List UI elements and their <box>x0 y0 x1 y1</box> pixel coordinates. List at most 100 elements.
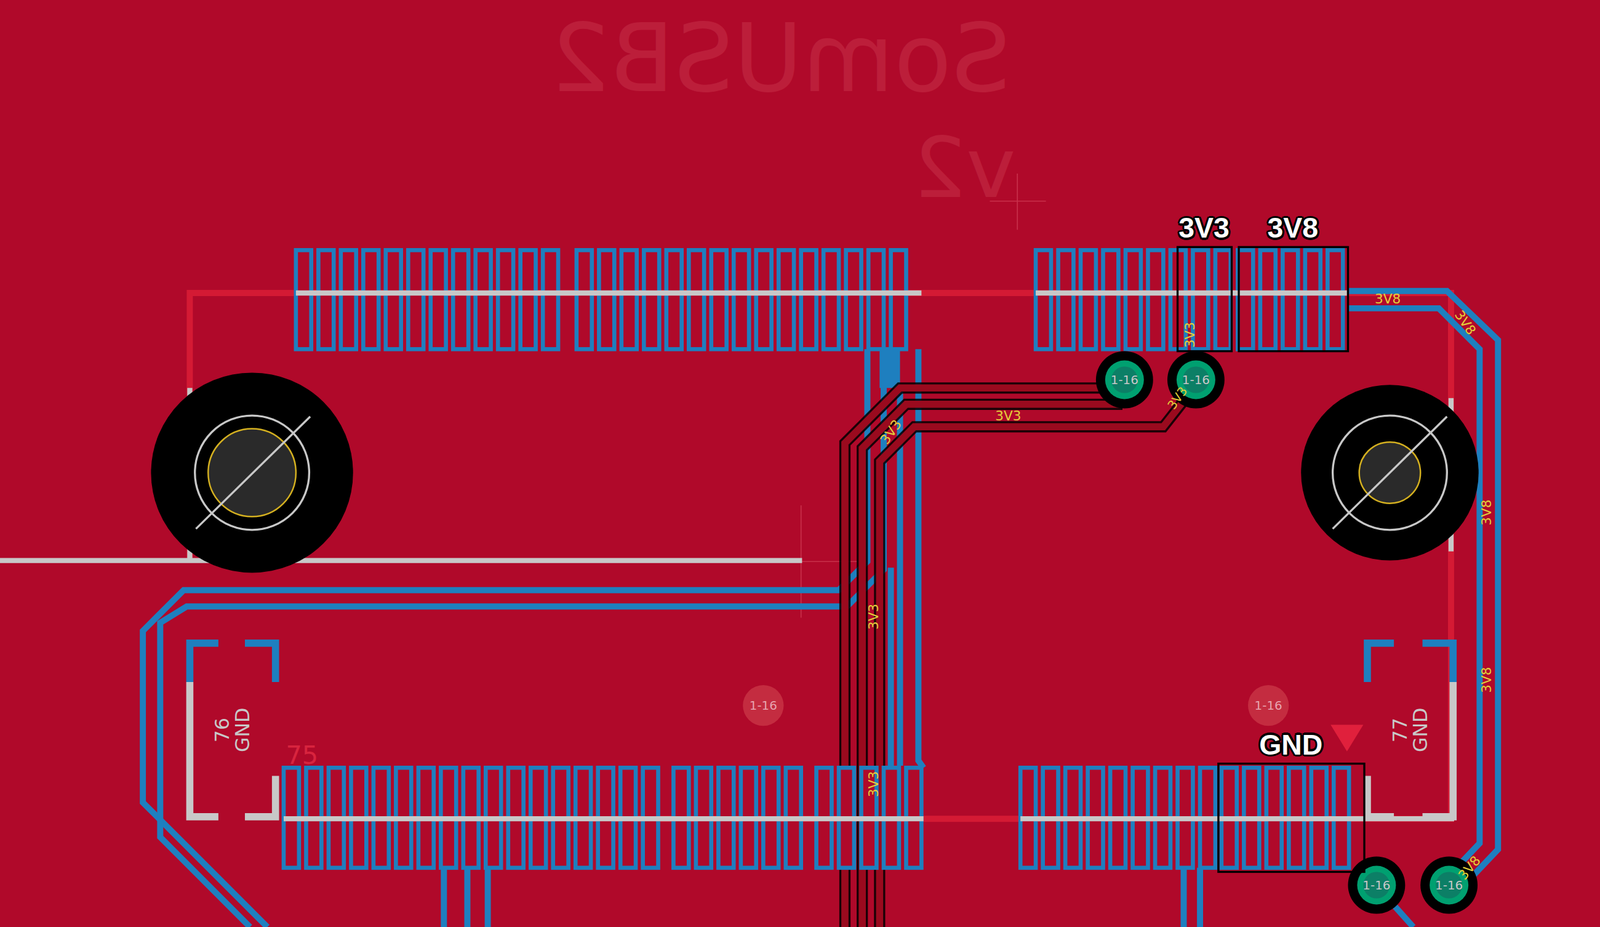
net-label: GND <box>1410 707 1431 752</box>
bottom-copper <box>879 347 900 388</box>
via-label: 1-16 <box>1182 373 1210 386</box>
pin-highlight-box: 3V8 <box>1237 246 1349 352</box>
net-label: GND <box>233 707 253 752</box>
smd-pad <box>823 249 839 349</box>
smd-pad <box>385 249 402 349</box>
smd-pad <box>475 249 492 349</box>
smd-pad <box>1237 249 1253 349</box>
net-label: 75 <box>285 742 319 768</box>
smd-pad <box>1215 249 1231 349</box>
net-label: 3V3 <box>1178 212 1230 245</box>
smd-pad <box>621 249 637 349</box>
trace-clearance <box>879 387 1194 927</box>
smd-pad <box>497 249 514 349</box>
mounting-hole <box>150 372 353 573</box>
net-label: 3V3 <box>995 408 1021 423</box>
smd-pad <box>1327 249 1343 349</box>
gnd-pad <box>1367 643 1453 682</box>
origin-marker <box>1330 724 1364 752</box>
smd-pad <box>846 249 862 349</box>
silkscreen-watermark: SomUSB2 <box>550 12 1012 107</box>
via-label: 1-16 <box>1362 878 1391 892</box>
net-label: GND <box>1259 728 1323 762</box>
smd-pad <box>801 249 817 349</box>
smd-pad <box>1103 249 1119 349</box>
hole-keepout <box>1300 384 1479 560</box>
smd-pad <box>1305 249 1321 349</box>
net-label: 3V8 <box>1374 292 1401 306</box>
silk-line <box>283 292 1455 819</box>
smd-pad <box>688 249 704 349</box>
bottom-trace <box>142 348 868 927</box>
top-trace-clearance <box>844 387 1194 927</box>
smd-pad <box>1080 249 1096 349</box>
smd-pad <box>891 249 907 349</box>
bottom-trace <box>443 867 488 927</box>
via <box>1347 856 1405 914</box>
net-label: 3V8 <box>1480 499 1494 526</box>
via <box>1096 351 1154 409</box>
net-label: 76 <box>212 717 233 743</box>
origin-cross <box>775 173 1046 618</box>
vias <box>742 351 1478 914</box>
smd-pad <box>778 249 794 349</box>
smd-pad <box>296 249 312 349</box>
net-label: 3V3 <box>878 417 904 447</box>
bottom-trace <box>1184 867 1201 927</box>
hole-mark <box>1332 416 1448 529</box>
net-label: 3V3 <box>1183 321 1197 348</box>
via-label: 1-16 <box>1254 699 1283 712</box>
trace-clearance <box>844 387 1123 927</box>
net-label: 3V8 <box>1267 212 1319 245</box>
smd-pad <box>1125 249 1141 349</box>
bottom-trace <box>918 348 924 768</box>
hole-ring <box>1332 415 1448 530</box>
smd-pad <box>520 249 536 349</box>
via <box>1105 360 1144 399</box>
net-label: 3V8 <box>1480 667 1494 693</box>
mounting-hole <box>1300 384 1479 560</box>
gnd-pad <box>1367 681 1453 817</box>
smd-pad <box>542 249 559 349</box>
smd-pad <box>340 249 357 349</box>
smd-pad <box>318 249 334 349</box>
net-label: 77 <box>1390 717 1410 743</box>
silk-line <box>0 557 802 563</box>
hole-keepout <box>150 372 353 573</box>
smd-pad <box>1282 249 1298 349</box>
smd-pad <box>756 249 772 349</box>
smd-pad <box>408 249 424 349</box>
board-outline <box>189 292 1452 819</box>
top-trace <box>862 404 1123 927</box>
gnd-pad <box>189 681 276 817</box>
net-label: 3V8 <box>1456 853 1484 882</box>
smd-pad <box>576 249 592 349</box>
top-traces <box>844 352 1194 927</box>
bottom-traces <box>142 291 1498 927</box>
via-label: 1-16 <box>1110 373 1139 386</box>
via <box>1356 865 1396 904</box>
hole-mark <box>195 416 311 529</box>
gnd-pads <box>189 643 1453 817</box>
silkscreen <box>0 292 1455 819</box>
silkscreen-watermark: v2 <box>913 126 1016 211</box>
smd-pad <box>643 249 660 349</box>
smd-pad <box>733 249 749 349</box>
bottom-trace <box>1348 291 1498 891</box>
via-label: 1-16 <box>749 699 778 712</box>
trace-clearance <box>862 404 1123 927</box>
net-label: 3V3 <box>867 771 881 797</box>
smd-pad <box>1035 249 1052 349</box>
smd-pad <box>430 249 447 349</box>
net-label: 3V3 <box>867 603 881 630</box>
pin-highlight-box: GND <box>1217 762 1365 873</box>
smd-pad <box>598 249 615 349</box>
silk-line <box>189 387 1452 560</box>
bottom-trace <box>888 567 895 766</box>
smd-pad <box>363 249 379 349</box>
top-trace <box>844 387 1123 927</box>
gnd-pad <box>189 643 276 682</box>
smd-pad <box>868 249 884 349</box>
